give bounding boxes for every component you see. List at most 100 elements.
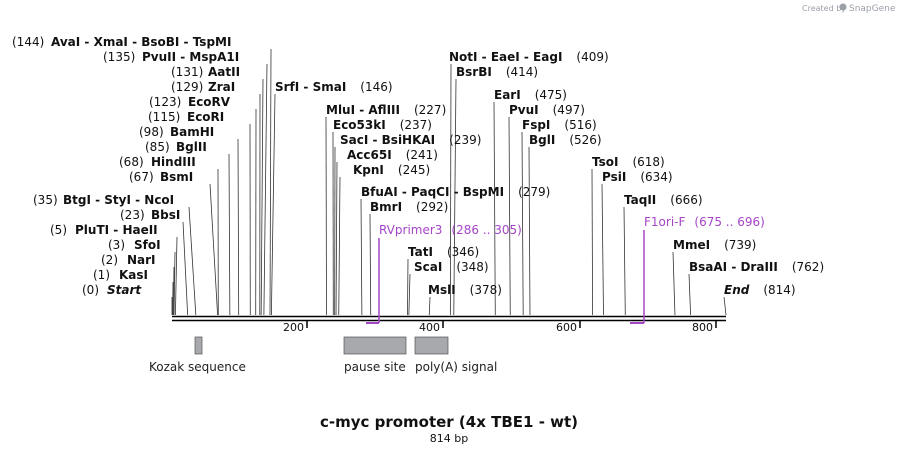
feature-kozak-sequence[interactable]: Kozak sequence — [149, 336, 246, 374]
ruler-ticks: 200 400 600 800 — [283, 320, 717, 334]
site-names: BsaAI - DraIII — [689, 260, 778, 274]
site-names: MslI — [428, 283, 456, 297]
site-connector-eari — [493, 101, 496, 316]
site-connector-sfoi — [173, 251, 176, 316]
tick-label-800: 800 — [692, 321, 713, 334]
site-label-bmri[interactable]: BmrI (292) — [370, 200, 448, 214]
site-label-pvuii[interactable]: (135)PvuII - MspA1I — [103, 50, 239, 64]
site-label-noti[interactable]: NotI - EaeI - EagI (409) — [449, 50, 609, 64]
site-label-kpni[interactable]: KpnI(245) — [353, 163, 430, 177]
site-connector-lines — [171, 48, 727, 316]
site-position: (762) — [792, 260, 824, 274]
site-label-eari[interactable]: EarI (475) — [494, 88, 567, 102]
site-label-bsaai[interactable]: BsaAI - DraIII (762) — [689, 260, 824, 274]
site-label-tsoi[interactable]: TsoI(618) — [592, 155, 665, 169]
site-position: (346) — [447, 245, 479, 259]
site-label-mlui[interactable]: MluI - AflIII (227) — [326, 103, 446, 117]
site-label-acc65i[interactable]: Acc65I(241) — [347, 148, 438, 162]
site-label-bsrbi[interactable]: BsrBI(414) — [456, 65, 538, 79]
site-label-bgli[interactable]: BglI(526) — [529, 133, 602, 147]
feature-pause-site[interactable]: pause site — [343, 336, 407, 374]
site-label-scai[interactable]: ScaI(348) — [414, 260, 489, 274]
site-position: (1) — [93, 268, 110, 282]
site-connector-scai — [408, 273, 411, 316]
credit-brand: SnapGene — [849, 4, 896, 14]
site-position: (618) — [632, 155, 664, 169]
site-names: NarI — [127, 253, 156, 267]
site-position: (135) — [103, 50, 135, 64]
site-label-start[interactable]: (0)Start — [82, 283, 142, 297]
site-connector-bsaai — [688, 273, 692, 316]
site-connector-bglii — [228, 153, 231, 316]
site-label-mmei[interactable]: MmeI(739) — [673, 238, 756, 252]
site-label-sfoi[interactable]: (3) SfoI — [108, 238, 161, 252]
primer-f1ori-f[interactable]: F1ori-F(675 .. 696) — [630, 215, 765, 324]
site-label-pluti[interactable]: (5) PluTI - HaeII — [50, 223, 158, 237]
site-position: (634) — [640, 170, 672, 184]
site-connector-psii — [601, 183, 604, 316]
site-names: EarI — [494, 88, 521, 102]
site-label-bsmi[interactable]: (67) BsmI — [129, 170, 193, 184]
site-label-taqii[interactable]: TaqII (666) — [624, 193, 703, 207]
site-position: (146) — [360, 80, 392, 94]
site-position: (241) — [406, 148, 438, 162]
site-label-bfuai[interactable]: BfuAI - PaqCI - BspMI(279) — [361, 185, 550, 199]
site-names: MluI - AflIII — [326, 103, 400, 117]
site-position: (475) — [535, 88, 567, 102]
site-label-hindiii[interactable]: (68)HindIII — [119, 155, 196, 169]
site-names: TaqII — [624, 193, 656, 207]
site-names: BfuAI - PaqCI - BspMI — [361, 185, 504, 199]
site-label-zrai[interactable]: (129)ZraI — [171, 80, 235, 94]
tick-label-200: 200 — [283, 321, 304, 334]
site-label-msli[interactable]: MslI(378) — [428, 283, 502, 297]
site-names: PluTI - HaeII — [75, 223, 158, 237]
site-label-tati[interactable]: TatI(346) — [408, 245, 479, 259]
site-names: SfoI — [134, 238, 161, 252]
site-label-fspi[interactable]: FspI(516) — [522, 118, 597, 132]
site-connector-noti — [449, 63, 452, 316]
site-position: (3) — [108, 238, 125, 252]
site-label-ecorv[interactable]: (123)EcoRV — [149, 95, 231, 109]
site-label-bglii[interactable]: (85)BglII — [145, 140, 207, 154]
site-label-nari[interactable]: (2) NarI — [101, 253, 156, 267]
site-label-srfi[interactable]: SrfI - SmaI(146) — [275, 80, 393, 94]
site-position: (2) — [101, 253, 118, 267]
site-label-avai[interactable]: (144)AvaI - XmaI - BsoBI - TspMI — [12, 35, 231, 49]
site-position: (5) — [50, 223, 67, 237]
sequence-backbone — [172, 315, 726, 322]
site-position: (292) — [416, 200, 448, 214]
site-position: (409) — [576, 50, 608, 64]
site-position: (814) — [763, 283, 795, 297]
feature-polya-signal[interactable]: poly(A) signal — [414, 336, 497, 374]
site-label-end[interactable]: End(814) — [724, 283, 796, 297]
site-connector-bamhi — [237, 138, 240, 316]
site-names: NotI - EaeI - EagI — [449, 50, 562, 64]
site-position: (144) — [12, 35, 44, 49]
site-label-eco53ki[interactable]: Eco53kI(237) — [333, 118, 432, 132]
site-position: (227) — [414, 103, 446, 117]
site-label-bbsi[interactable]: (23)BbsI — [120, 208, 180, 222]
site-position: (129) — [171, 80, 203, 94]
site-position: (516) — [564, 118, 596, 132]
site-label-pvui[interactable]: PvuI(497) — [509, 103, 585, 117]
site-label-ecori[interactable]: (115)EcoRI — [148, 110, 224, 124]
site-names: PsiI — [602, 170, 626, 184]
site-label-saci[interactable]: SacI - BsiHKAI(239) — [340, 133, 481, 147]
site-label-bamhi[interactable]: (98)BamHI — [139, 125, 214, 139]
primer-rvprimer3[interactable]: RVprimer3(286 .. 305) — [366, 223, 522, 324]
site-label-psii[interactable]: PsiI (634) — [602, 170, 673, 184]
site-label-aatii[interactable]: (131)AatII — [171, 65, 240, 79]
site-names: BmrI — [370, 200, 402, 214]
primer-label: RVprimer3(286 .. 305) — [379, 223, 522, 237]
site-connector-tati — [407, 258, 409, 316]
site-connector-bsrbi — [453, 78, 457, 316]
site-label-btgi[interactable]: (35)BtgI - StyI - NcoI — [33, 193, 174, 207]
feature-label: Kozak sequence — [149, 360, 246, 374]
site-label-kasi[interactable]: (1) KasI — [93, 268, 148, 282]
site-names: BsmI — [160, 170, 193, 184]
site-position: (666) — [670, 193, 702, 207]
site-names: KasI — [119, 268, 148, 282]
site-position: (67) — [129, 170, 154, 184]
sequence-length: 814 bp — [430, 432, 468, 445]
site-names: BglI — [529, 133, 555, 147]
